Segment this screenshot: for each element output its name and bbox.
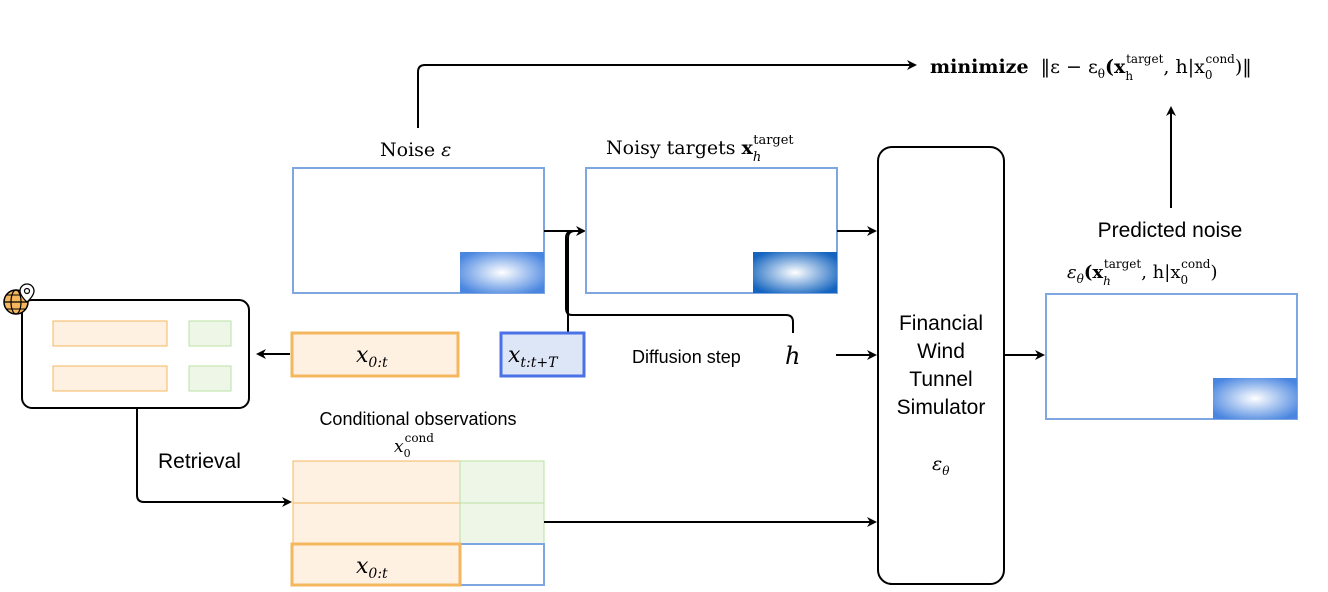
simulator-box bbox=[877, 146, 1005, 585]
conditional-observations-symbol: x0cond bbox=[394, 431, 434, 460]
memory-row2-green bbox=[188, 365, 232, 392]
diffusion-step-label: Diffusion step bbox=[632, 347, 741, 367]
conditional-observations-table bbox=[290, 460, 545, 587]
diffusion-step-h: h bbox=[785, 342, 800, 370]
simulator-line2: Wind bbox=[917, 340, 965, 363]
simulator-symbol: εθ bbox=[932, 453, 950, 478]
simulator-line4: Simulator bbox=[897, 396, 986, 419]
future-window-box bbox=[499, 331, 586, 378]
query-window-box bbox=[290, 331, 460, 378]
minimize-expression: minimize ‖ε − εθ(xhtarget, h|x0cond)‖ bbox=[930, 52, 1252, 83]
memory-row1-green bbox=[188, 320, 232, 347]
predicted-noise-title: Predicted noise bbox=[1098, 219, 1243, 242]
noisy-targets-gradient-block bbox=[753, 252, 837, 293]
memory-row1-orange bbox=[52, 320, 168, 347]
retrieval-arrow bbox=[136, 408, 292, 507]
predicted-noise-gradient-block bbox=[1213, 378, 1297, 419]
future-window-label: xt:t+T bbox=[508, 343, 559, 371]
query-window-label: x0:t bbox=[356, 343, 388, 371]
retrieval-label: Retrieval bbox=[158, 450, 241, 473]
memory-row2-orange bbox=[52, 365, 168, 392]
globe-location-icon bbox=[3, 283, 35, 315]
simulator-line3: Tunnel bbox=[909, 368, 972, 391]
conditional-observations-title: Conditional observations bbox=[319, 409, 516, 429]
predicted-noise-expression: εθ(xhtarget, h|x0cond) bbox=[1067, 257, 1218, 288]
simulator-line1: Financial bbox=[899, 312, 983, 335]
noise-to-minimize-arrow bbox=[417, 60, 917, 128]
noise-gradient-block bbox=[460, 252, 544, 293]
memory-bank-box bbox=[21, 299, 250, 409]
x-future-connector bbox=[567, 230, 576, 333]
conditional-current-window-label: x0:t bbox=[356, 554, 388, 582]
